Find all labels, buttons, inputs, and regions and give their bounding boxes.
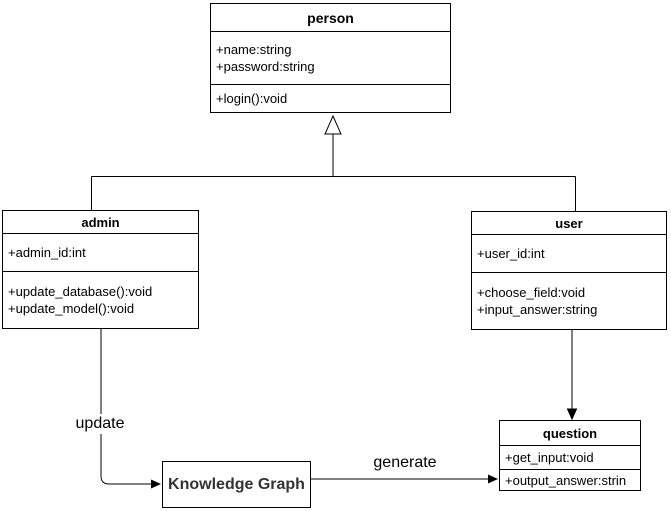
filled-arrowhead-icon xyxy=(488,474,498,484)
edge-label-generate: generate xyxy=(373,454,437,471)
admin-attributes-compartment: +admin_id:int xyxy=(3,234,198,272)
class-box-question: question +get_input:void +output_answer:… xyxy=(499,420,641,491)
class-attribute: +password:string xyxy=(216,59,315,74)
edge-label-update: update xyxy=(70,414,130,434)
filled-arrowhead-icon xyxy=(151,479,161,489)
person-methods-compartment: +login():void xyxy=(211,85,450,112)
class-attribute: +get_input:void xyxy=(505,450,594,465)
class-method: +update_database():void xyxy=(8,284,153,299)
class-title-user: user xyxy=(472,212,666,235)
class-method: +update_model():void xyxy=(8,301,135,316)
question-attributes-compartment: +get_input:void xyxy=(500,446,640,470)
edge-knowledge-graph-to-question xyxy=(311,474,498,484)
node-knowledge-graph: Knowledge Graph xyxy=(162,461,311,508)
edge-user-to-question xyxy=(566,330,578,421)
class-title-person: person xyxy=(211,4,450,32)
class-method: +choose_field:void xyxy=(477,285,586,300)
class-title-question: question xyxy=(500,421,640,446)
class-box-admin: admin +admin_id:int +update_database():v… xyxy=(2,210,199,329)
class-attribute: +user_id:int xyxy=(477,246,545,261)
question-methods-compartment: +output_answer:strin xyxy=(500,470,640,490)
filled-arrowhead-icon xyxy=(566,408,578,421)
user-attributes-compartment: +user_id:int xyxy=(472,235,666,273)
class-method: +input_answer:string xyxy=(477,302,598,317)
person-attributes-compartment: +name:string +password:string xyxy=(211,32,450,85)
edge-inheritance-to-person xyxy=(91,114,576,211)
edge-admin-to-knowledge-graph xyxy=(100,329,161,489)
hollow-triangle-arrowhead-icon xyxy=(324,114,342,135)
class-method: +login():void xyxy=(216,91,288,106)
class-box-person: person +name:string +password:string +lo… xyxy=(210,3,451,113)
class-box-user: user +user_id:int +choose_field:void +in… xyxy=(471,211,667,330)
admin-methods-compartment: +update_database():void +update_model():… xyxy=(3,272,198,328)
class-attribute: +name:string xyxy=(216,42,292,57)
class-attribute: +admin_id:int xyxy=(8,245,86,260)
user-methods-compartment: +choose_field:void +input_answer:string xyxy=(472,273,666,329)
class-method: +output_answer:strin xyxy=(505,473,627,488)
class-title-admin: admin xyxy=(3,211,198,234)
